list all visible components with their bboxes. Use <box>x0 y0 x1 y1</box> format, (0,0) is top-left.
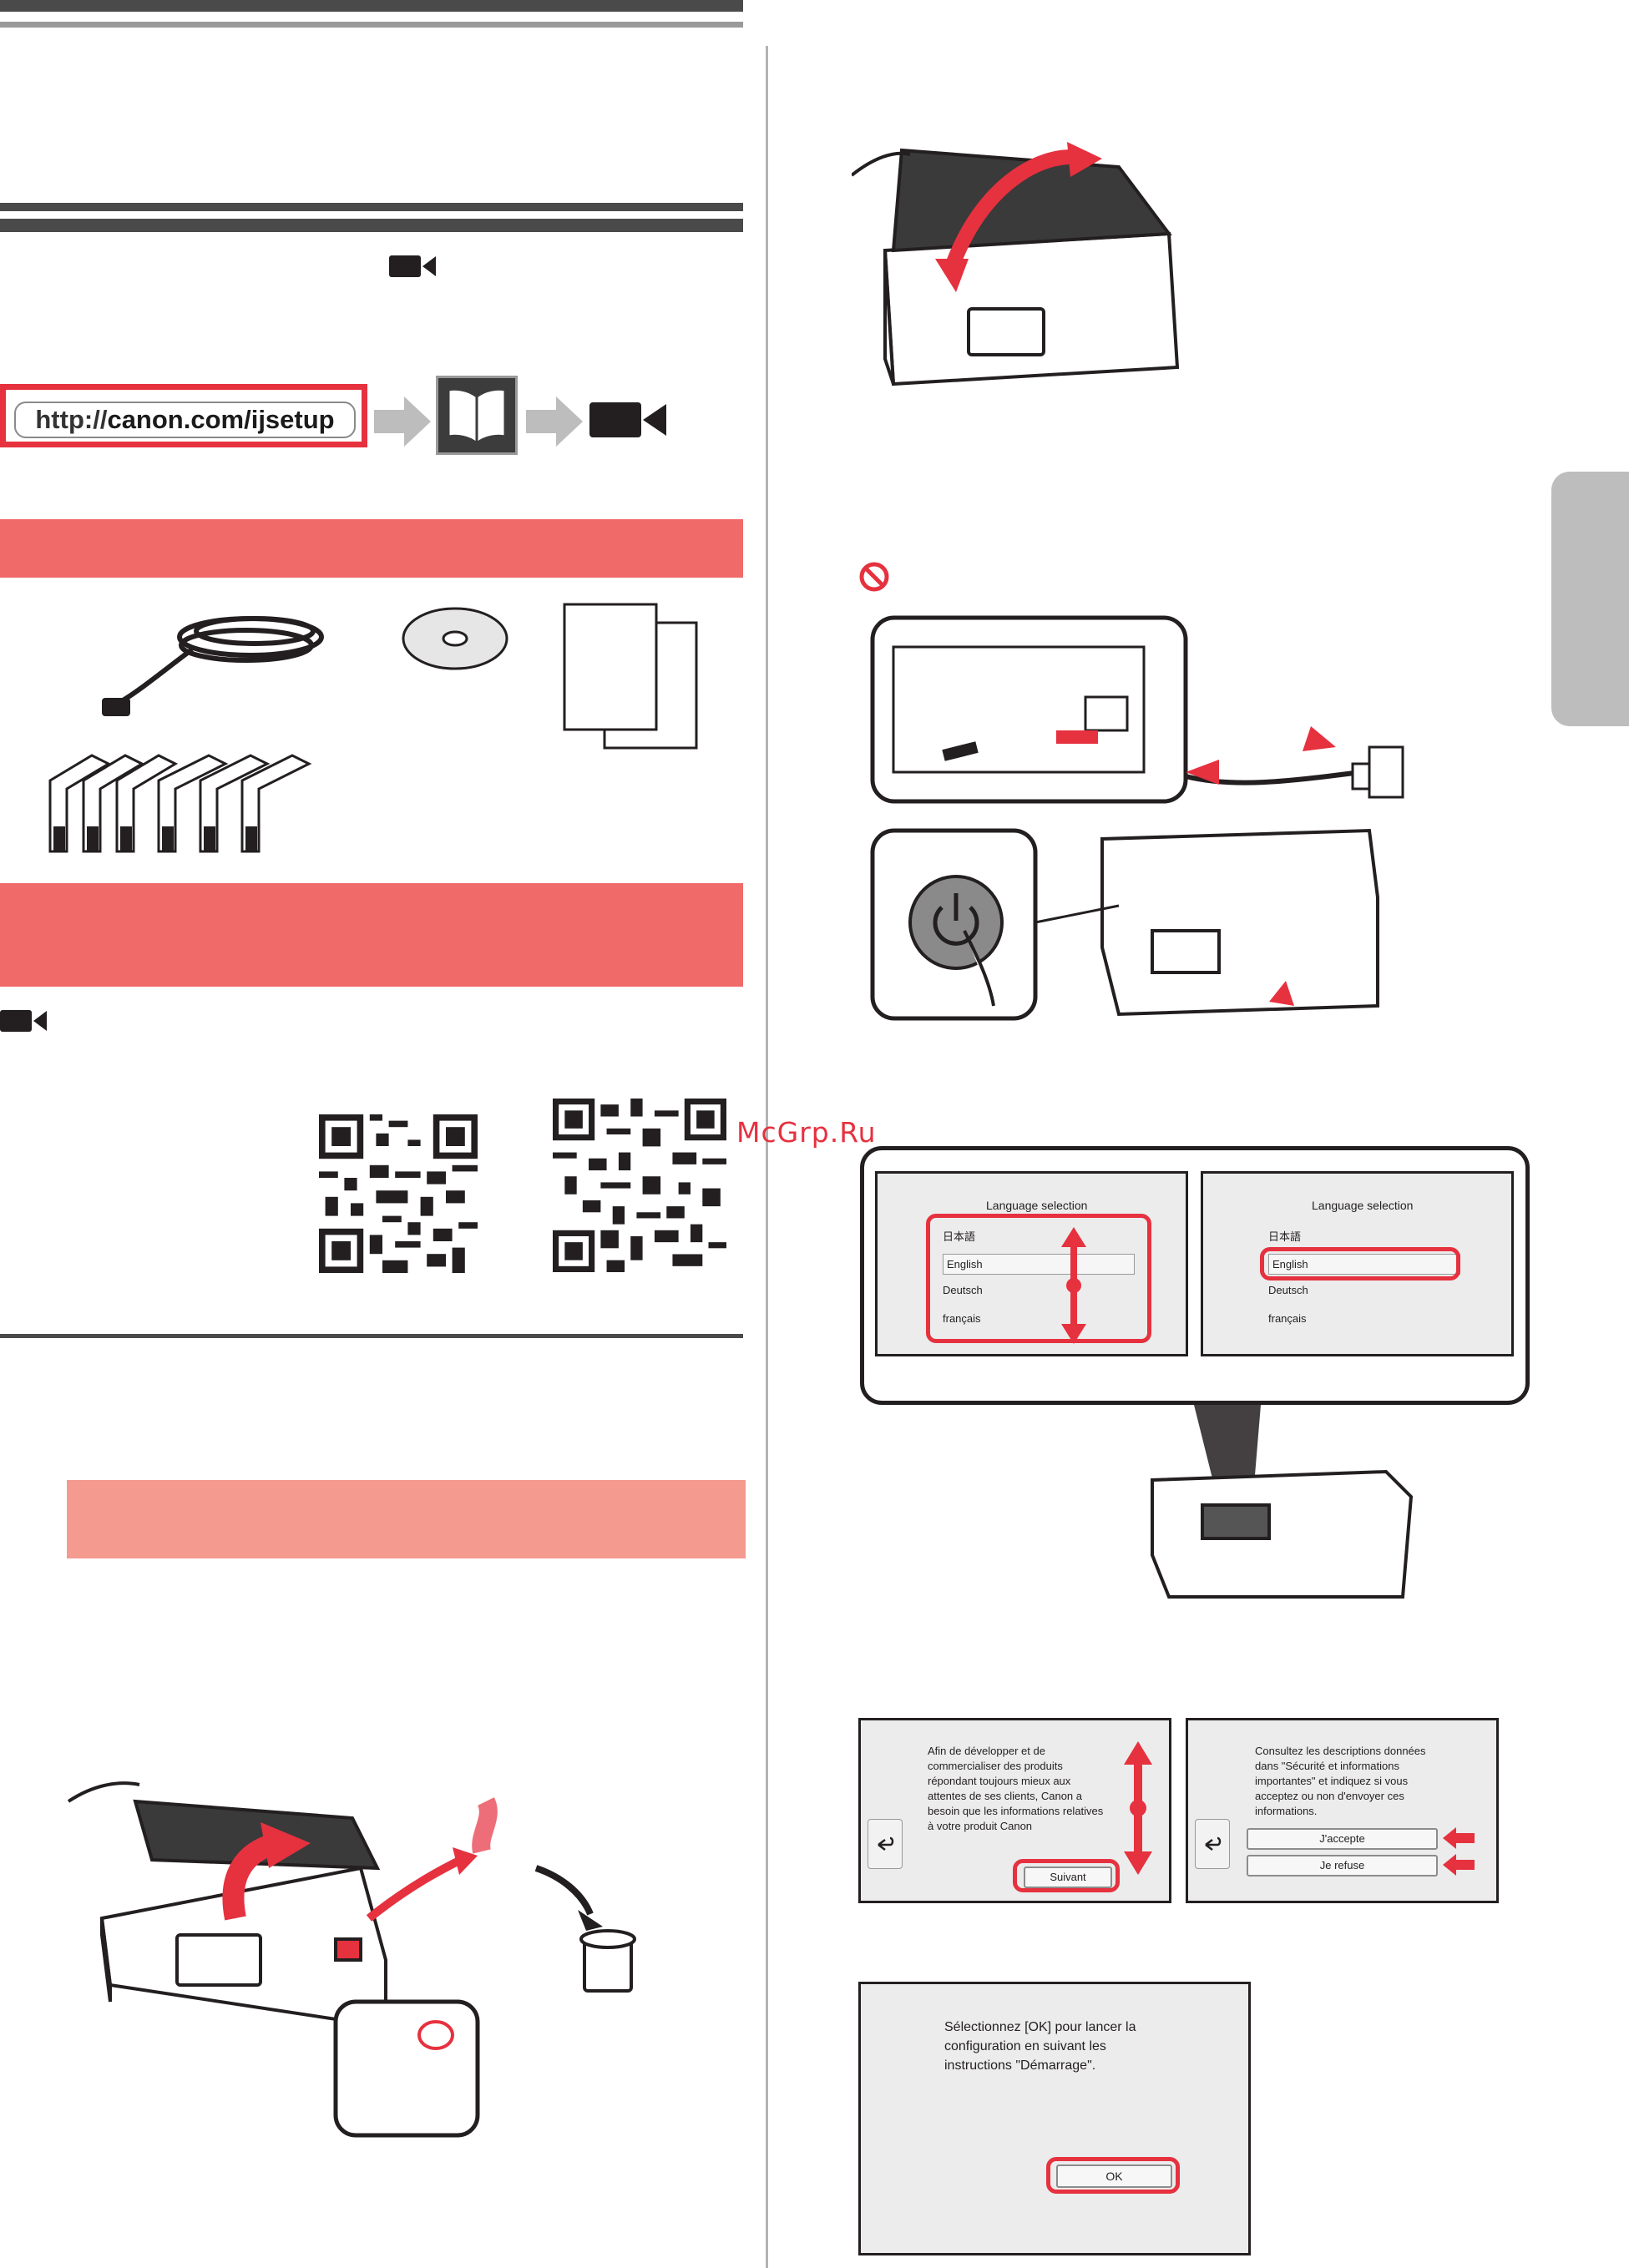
ok-button-highlight <box>1046 2157 1180 2194</box>
section-rule <box>0 203 743 211</box>
cd-rom-icon <box>402 607 508 670</box>
section-rule-3 <box>0 1334 743 1338</box>
printer-power-connection-illustration <box>870 615 1404 1021</box>
language-option[interactable]: 日本語 <box>943 1230 976 1243</box>
next-button-highlight <box>1013 1859 1120 1892</box>
language-option[interactable]: français <box>1268 1312 1307 1325</box>
refuse-button[interactable]: Je refuse <box>1247 1855 1438 1877</box>
back-button[interactable] <box>868 1819 903 1869</box>
agreement-screen-1: Afin de développer et de commercialiser … <box>858 1718 1171 1903</box>
video-camera-icon <box>0 1010 47 1032</box>
agreement-text: Consultez les descriptions données dans … <box>1255 1745 1426 1817</box>
manual-icon-box <box>436 376 518 455</box>
setup-start-text: Sélectionnez [OK] pour lancer la configu… <box>944 2020 1136 2073</box>
watermark-text: McGrp.Ru <box>736 1116 877 1149</box>
language-screen-select: Language selection 日本語 English Deutsch f… <box>1201 1171 1514 1356</box>
ok-button[interactable]: OK <box>1056 2164 1172 2188</box>
arrow-left-icon <box>1443 1854 1475 1876</box>
language-side-tab <box>1551 472 1629 726</box>
language-screen-scroll: Language selection 日本語 English Deutsch f… <box>875 1171 1188 1356</box>
printer-touchscreen-illustration <box>1151 1405 1414 1599</box>
printer-open-scanner-illustration <box>852 142 1180 386</box>
qr-code-android[interactable] <box>319 1114 478 1273</box>
top-rule <box>0 0 743 12</box>
power-cord-illustration <box>102 616 324 716</box>
arrow-right-icon <box>526 397 583 447</box>
video-camera-icon <box>589 402 666 437</box>
section-rule-2 <box>0 219 743 232</box>
video-camera-icon <box>389 255 436 277</box>
section-band-video <box>0 883 743 987</box>
back-arrow-icon <box>878 1836 894 1851</box>
language-screen-title: Language selection <box>1312 1199 1414 1212</box>
setup-start-screen: Sélectionnez [OK] pour lancer la configu… <box>858 1982 1251 2255</box>
language-option[interactable]: English <box>943 1254 1135 1275</box>
language-option[interactable]: English <box>1268 1254 1460 1275</box>
arrow-left-icon <box>1443 1827 1475 1849</box>
section-band-remove-tape <box>67 1480 746 1558</box>
language-option[interactable]: Deutsch <box>943 1284 983 1296</box>
language-option[interactable]: Deutsch <box>1268 1284 1308 1296</box>
scroll-arrow-icon <box>1061 1227 1086 1344</box>
agreement-text: Afin de développer et de commercialiser … <box>928 1745 1104 1832</box>
section-band-box-contents <box>0 519 743 578</box>
prohibited-icon <box>859 562 889 592</box>
open-book-icon <box>447 387 507 447</box>
language-screen-title: Language selection <box>986 1199 1088 1212</box>
qr-code-ios[interactable] <box>553 1099 726 1272</box>
arrow-right-icon <box>374 397 431 447</box>
setup-url-box[interactable]: http://canon.com/ijsetup <box>0 384 367 447</box>
setup-url[interactable]: http://canon.com/ijsetup <box>14 402 356 438</box>
accept-button[interactable]: J'accepte <box>1247 1828 1438 1850</box>
printer-remove-tape-illustration <box>67 1781 636 2138</box>
scroll-arrow-icon <box>1124 1741 1152 1875</box>
english-highlight <box>1260 1247 1460 1280</box>
documents-icon <box>563 603 698 750</box>
power-icon <box>933 893 979 946</box>
next-button[interactable]: Suivant <box>1024 1866 1112 1888</box>
back-arrow-icon <box>1205 1836 1222 1851</box>
scroll-highlight <box>926 1214 1151 1343</box>
language-option[interactable]: 日本語 <box>1268 1230 1302 1243</box>
back-button[interactable] <box>1195 1819 1230 1869</box>
language-option[interactable]: français <box>943 1312 981 1325</box>
ink-cartridges-illustration <box>48 754 312 853</box>
top-rule-thin <box>0 22 743 28</box>
column-divider <box>766 46 768 2268</box>
agreement-screen-2: Consultez les descriptions données dans … <box>1186 1718 1499 1903</box>
